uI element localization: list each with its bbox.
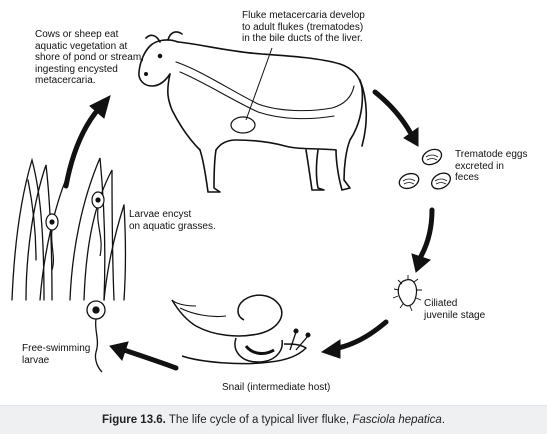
snail-illustration <box>171 294 311 365</box>
caption-bar: Figure 13.6. The life cycle of a typical… <box>0 405 547 434</box>
figure-caption: Figure 13.6. The life cycle of a typical… <box>0 414 547 426</box>
fluke-label: Fluke metacercaria develop to adult fluk… <box>242 10 365 44</box>
encysted-larvae-illustration <box>45 191 105 271</box>
species-name: Fasciola hepatica <box>352 414 442 426</box>
figure-number: Figure 13.6. <box>101 414 166 426</box>
life-cycle-diagram: Cows or sheep eat aquatic vegetation at … <box>11 10 528 393</box>
fluke-pointer-line <box>245 47 273 121</box>
cycle-arrows <box>63 89 435 371</box>
snail-label: Snail (intermediate host) <box>222 382 331 393</box>
eggs-label: Trematode eggs excreted in feces <box>455 149 528 183</box>
cow-illustration <box>138 31 368 193</box>
ciliated-label: Ciliated juvenile stage <box>424 298 486 321</box>
caption-text: The life cycle of a typical liver fluke, <box>165 414 353 426</box>
trematode-eggs-illustration <box>398 148 451 190</box>
encyst-label: Larvae encyst on aquatic grasses. <box>129 209 216 232</box>
diagram-illustration <box>11 31 451 373</box>
caption-end: . <box>441 414 446 426</box>
free-swimming-larva-illustration <box>86 300 106 373</box>
ciliated-juvenile-illustration <box>392 275 422 312</box>
free-swimming-label: Free-swimming larvae <box>22 343 91 366</box>
cow-label: Cows or sheep eat aquatic vegetation at … <box>35 29 144 86</box>
